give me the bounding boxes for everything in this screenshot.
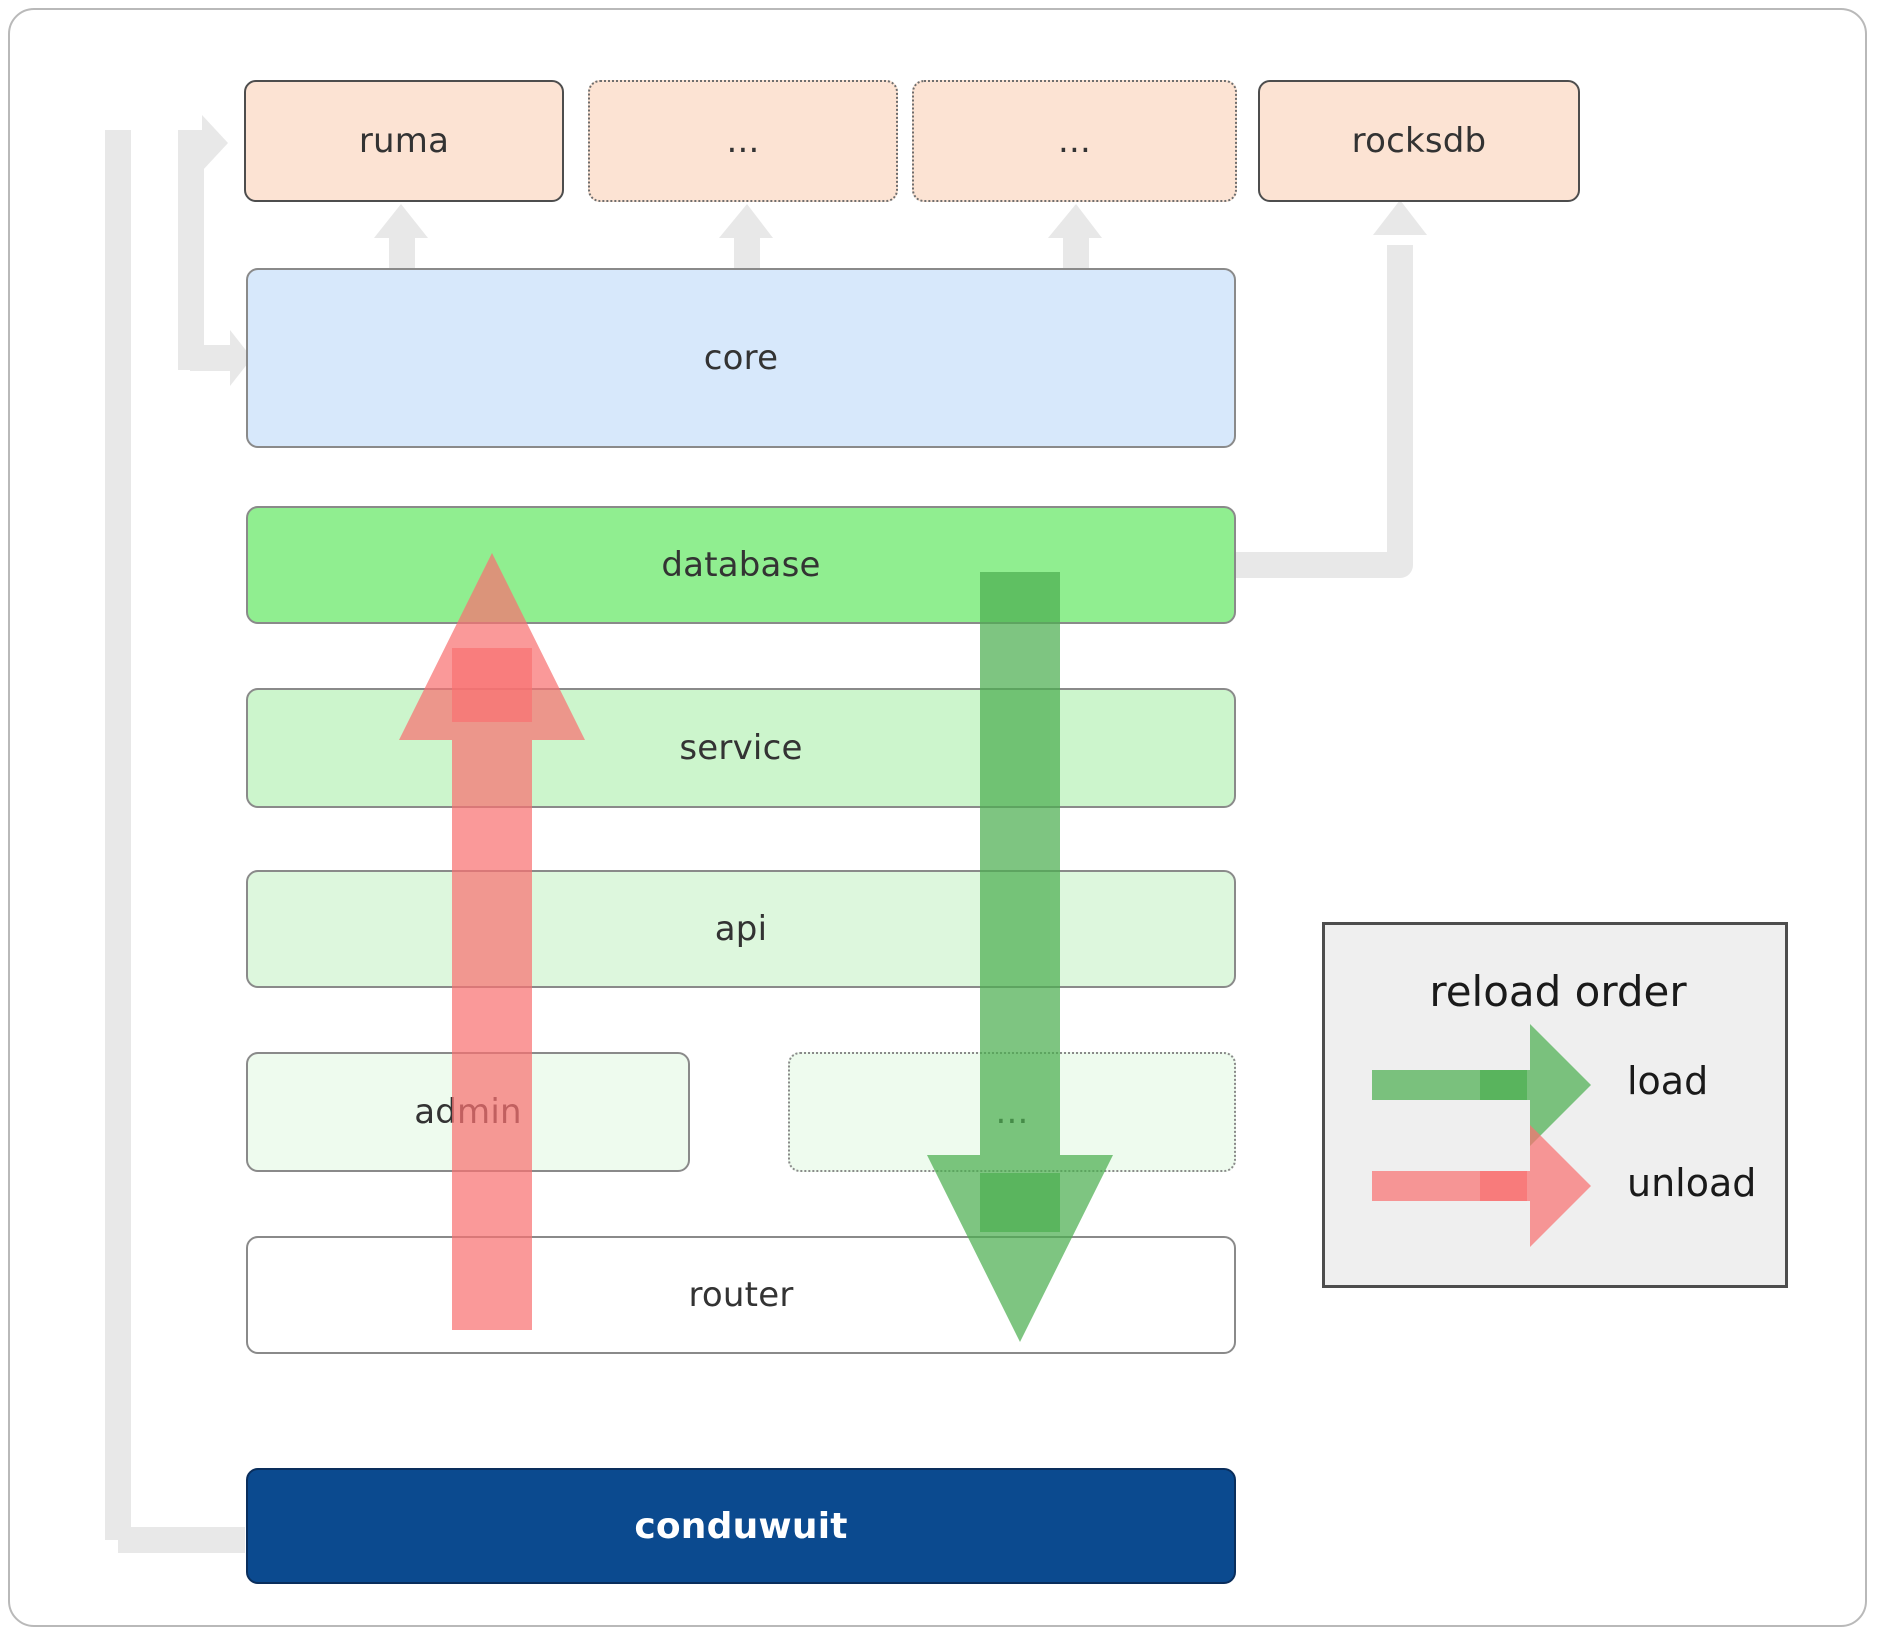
node-label: ruma [358,121,450,161]
node-ellipsis-2[interactable]: ... [912,80,1237,202]
legend-panel: reload order load unload [1322,922,1788,1288]
node-rocksdb[interactable]: rocksdb [1258,80,1580,202]
node-core[interactable]: core [246,268,1236,448]
node-label: service [679,728,803,768]
node-label: api [714,909,768,949]
node-database[interactable]: database [246,506,1236,624]
node-label: rocksdb [1351,121,1487,161]
node-label: database [661,545,821,585]
node-plugins-ellipsis[interactable]: ... [788,1052,1236,1172]
node-label: router [688,1275,794,1315]
node-admin[interactable]: admin [246,1052,690,1172]
node-ruma[interactable]: ruma [244,80,564,202]
legend-label-load: load [1627,1059,1709,1103]
node-label: ... [1057,121,1092,161]
node-api[interactable]: api [246,870,1236,988]
node-label: ... [995,1092,1029,1132]
node-label: ... [726,121,760,161]
legend-unload-arrow-icon [1372,1125,1591,1247]
node-ellipsis-1[interactable]: ... [588,80,898,202]
diagram-frame [8,8,1867,1627]
legend-label-unload: unload [1627,1161,1757,1205]
legend-title: reload order [1429,967,1687,1016]
node-conduwuit[interactable]: conduwuit [246,1468,1236,1584]
node-label: conduwuit [634,1505,848,1547]
node-service[interactable]: service [246,688,1236,808]
legend-arrow-layer [1372,1024,1591,1247]
legend-load-arrow-icon [1372,1024,1591,1146]
node-router[interactable]: router [246,1236,1236,1354]
node-label: core [703,338,779,378]
node-label: admin [414,1092,522,1132]
